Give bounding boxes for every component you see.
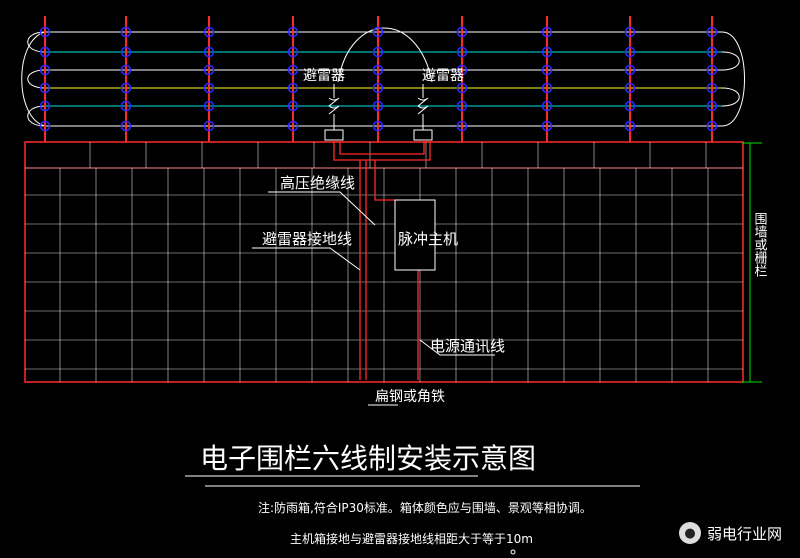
insulator [120,82,132,94]
insulator [706,26,718,38]
wall-grid [25,142,743,382]
insulator [456,100,468,112]
insulator [120,26,132,38]
wire-end-loops [21,31,745,127]
insulator [372,120,384,132]
insulator [541,64,553,76]
note-line-1: 注:防雨箱,符合IP30标准。箱体颜色应与围墙、景观等相协调。 [258,500,592,515]
arrester-right [413,84,433,141]
insulator [624,26,636,38]
insulator [39,82,51,94]
label-arrester-left: 避雷器 [303,68,345,84]
insulator [456,64,468,76]
insulator [287,64,299,76]
insulator [541,120,553,132]
insulator [706,100,718,112]
insulator [624,46,636,58]
insulator [203,26,215,38]
insulator [706,64,718,76]
insulator [287,26,299,38]
watermark-text: 弱电行业网 [706,524,782,543]
insulator [120,100,132,112]
insulator [456,46,468,58]
insulator [624,120,636,132]
insulator [541,26,553,38]
fence-posts [39,16,718,142]
leader-lines [252,191,495,406]
insulator [541,46,553,58]
arrester-left [324,84,344,141]
label-power-comm-line: 电源通讯线 [430,337,505,355]
fence-wires [45,31,722,127]
note-line-2: 主机箱接地与避雷器接地线相距大于等于10m [290,531,533,546]
label-hv-insulated-wire: 高压绝缘线 [280,174,355,192]
insulator [372,64,384,76]
insulator [203,100,215,112]
insulator [39,64,51,76]
label-arrester-ground-wire: 避雷器接地线 [262,230,352,248]
insulator [372,46,384,58]
insulator [287,46,299,58]
insulator [624,82,636,94]
insulator [372,26,384,38]
insulator [706,46,718,58]
insulator [203,64,215,76]
diagram-title: 电子围栏六线制安装示意图 [200,442,536,475]
label-arrester-right: 避雷器 [422,68,464,84]
insulator [39,120,51,132]
label-pulse-host: 脉冲主机 [398,230,458,248]
wall-height-dimension [742,142,762,383]
origin-marker [510,549,516,555]
insulator [456,120,468,132]
insulator [624,64,636,76]
label-wall-side: 围墙或栅栏 [752,212,768,277]
insulator [456,82,468,94]
insulator [120,64,132,76]
insulator [456,26,468,38]
wire-arch [337,27,433,83]
cabling [333,140,431,380]
insulator [372,82,384,94]
insulator [624,100,636,112]
insulator [287,100,299,112]
wechat-icon: ● [678,522,701,544]
insulator [39,100,51,112]
insulator [706,82,718,94]
insulator [120,46,132,58]
insulator [287,120,299,132]
insulator [541,100,553,112]
insulator [203,46,215,58]
insulator [120,120,132,132]
label-flat-steel: 扁钢或角铁 [375,389,445,405]
insulator [203,82,215,94]
insulator [287,82,299,94]
insulator [203,120,215,132]
pulse-host-box [394,199,436,271]
insulator [39,46,51,58]
insulator [39,26,51,38]
insulator [372,100,384,112]
insulator [706,120,718,132]
watermark: ● 弱电行业网 [678,522,782,544]
insulator [541,82,553,94]
